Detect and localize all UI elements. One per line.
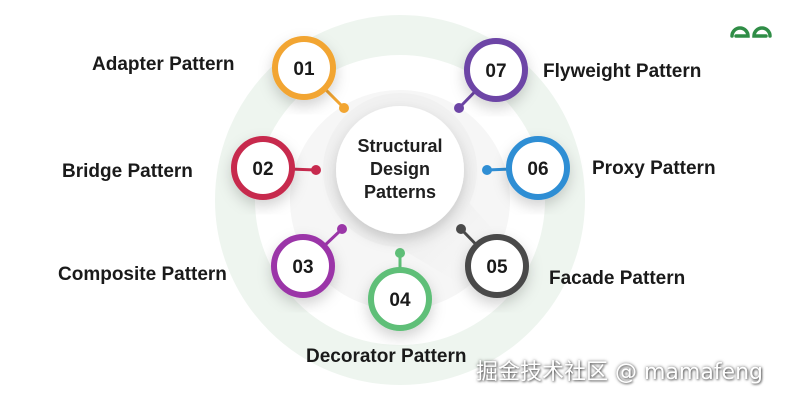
pattern-nodes: 01 02 03 04 05 06 07: [231, 36, 570, 331]
pattern-number: 07: [485, 61, 506, 82]
label-flyweight-pattern: Flyweight Pattern: [543, 61, 702, 82]
label-adapter-pattern: Adapter Pattern: [92, 54, 235, 75]
pattern-number: 06: [527, 159, 548, 180]
pattern-ring-inner: [474, 48, 518, 92]
pattern-number: 02: [252, 159, 273, 180]
pattern-node-05: 05: [456, 224, 529, 298]
connector-dot: [337, 224, 347, 234]
pattern-node-02: 02: [231, 136, 321, 200]
label-decorator-pattern: Decorator Pattern: [306, 346, 467, 367]
connector-dot: [395, 248, 405, 258]
pattern-ring-inner: [475, 244, 519, 288]
pattern-node-01: 01: [272, 36, 349, 113]
label-bridge-pattern: Bridge Pattern: [62, 161, 193, 182]
connector-dot: [482, 165, 492, 175]
center-line-3: Patterns: [364, 182, 436, 202]
pattern-ring-inner: [516, 146, 560, 190]
background-ring: [215, 15, 585, 385]
center-circle: [336, 106, 464, 234]
label-facade-pattern: Facade Pattern: [549, 268, 686, 289]
pattern-number: 04: [389, 290, 411, 311]
connector-dot: [339, 103, 349, 113]
pattern-node-07: 07: [454, 38, 528, 113]
center-line-2: Design: [370, 159, 430, 179]
pattern-number: 05: [486, 257, 508, 278]
connector-dot: [454, 103, 464, 113]
pattern-ring-inner: [281, 244, 325, 288]
pattern-ring-inner: [378, 277, 422, 321]
pattern-node-06: 06: [482, 136, 570, 200]
pattern-ring-inner: [282, 46, 326, 90]
brand-logo-icon: [730, 26, 772, 38]
center-line-1: Structural: [357, 136, 442, 156]
pattern-number: 01: [293, 59, 315, 80]
pattern-ring-inner: [241, 146, 285, 190]
pattern-node-03: 03: [271, 224, 347, 298]
label-composite-pattern: Composite Pattern: [58, 264, 227, 285]
connector-dot: [311, 165, 321, 175]
connector-dot: [456, 224, 466, 234]
watermark-text: 掘金技术社区 @ mamafeng: [476, 360, 763, 385]
pattern-number: 03: [292, 257, 313, 278]
label-proxy-pattern: Proxy Pattern: [592, 158, 716, 179]
pattern-node-04: 04: [368, 248, 432, 331]
